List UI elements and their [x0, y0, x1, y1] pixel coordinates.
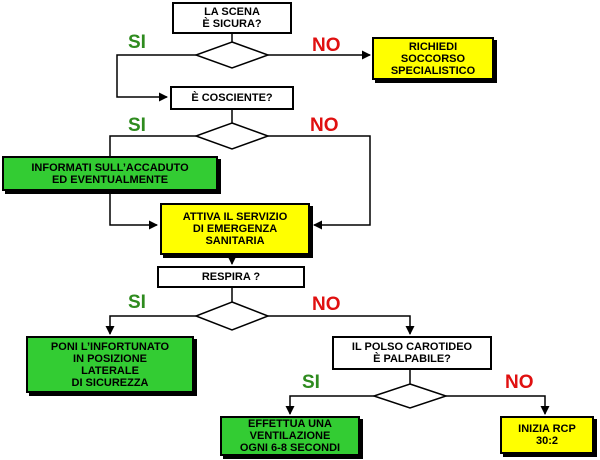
node-ventilation: EFFETTUA UNA VENTILAZIONE OGNI 6-8 SECON…	[220, 416, 360, 456]
node-inform: INFORMATI SULL’ACCADUTO ED EVENTUALMENTE	[2, 156, 218, 191]
connector-pulse-no	[446, 395, 550, 415]
node-specialist-help: RICHIEDI SOCCORSO SPECIALISTICO	[372, 37, 494, 80]
node-breathes: RESPIRA ?	[157, 266, 305, 288]
connector-inform-to-activate	[109, 191, 158, 230]
no-label-conscious: NO	[310, 115, 339, 136]
decision-diamond-conscious	[193, 122, 271, 150]
connector-conscious-yes	[109, 135, 196, 156]
decision-diamond-breathes	[193, 301, 271, 331]
node-carotid-pulse: IL POLSO CAROTIDEO È PALPABILE?	[332, 336, 492, 370]
node-scene-safe: LA SCENA È SICURA?	[172, 2, 292, 34]
connector-scene-yes	[116, 54, 196, 102]
connector-pulse-yes	[285, 395, 374, 415]
yes-label-conscious: SI	[128, 115, 146, 136]
connector-breathes-no	[268, 315, 415, 335]
node-recovery-position: PONI L’INFORTUNATO IN POSIZIONE LATERALE…	[26, 336, 194, 393]
connector-conscious-no	[268, 135, 371, 230]
yes-label-breathes: SI	[128, 292, 146, 313]
no-label-scene: NO	[312, 35, 341, 56]
no-label-breathes: NO	[312, 294, 341, 315]
node-start-cpr: INIZIA RCP 30:2	[500, 416, 594, 454]
yes-label-scene: SI	[128, 32, 146, 53]
decision-diamond-pulse	[371, 383, 449, 409]
node-conscious: È COSCIENTE?	[170, 86, 294, 110]
connector-breathes-yes	[105, 315, 196, 335]
no-label-pulse: NO	[505, 372, 534, 393]
decision-diamond-scene	[193, 41, 271, 69]
node-activate: ATTIVA IL SERVIZIO DI EMERGENZA SANITARI…	[160, 203, 310, 255]
yes-label-pulse: SI	[302, 372, 320, 393]
